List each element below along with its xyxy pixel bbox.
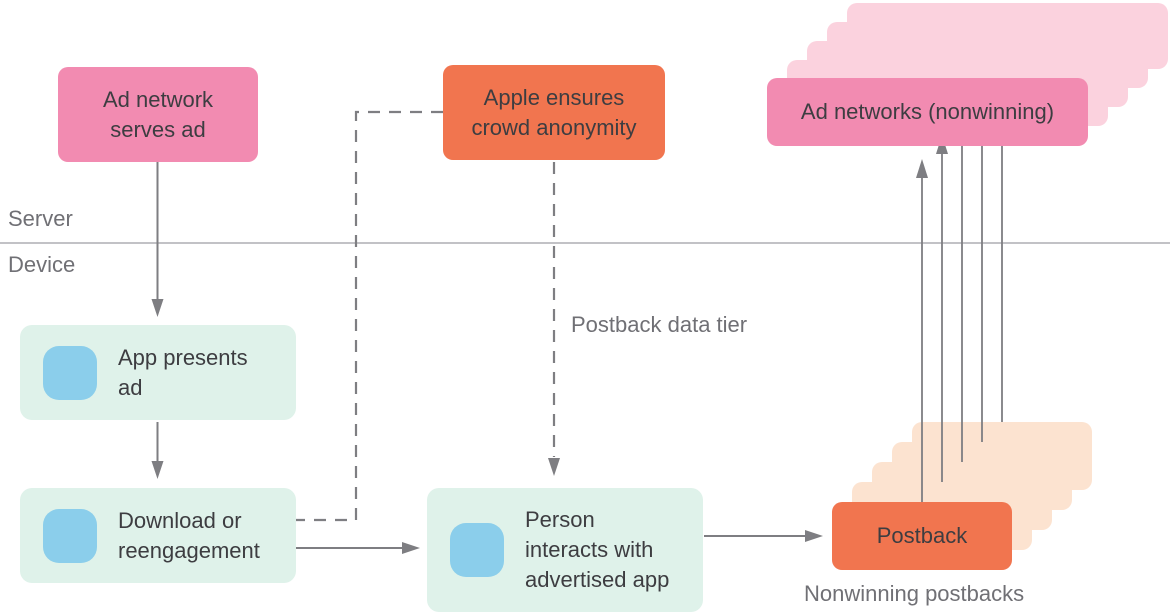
arrowhead-down-icon [548, 458, 560, 476]
node-label: Person interacts with advertised app [525, 507, 670, 592]
arrowhead-down-icon [151, 299, 164, 317]
node-label: Ad networks (nonwinning) [800, 99, 1055, 124]
nonwinning-postbacks-label: Nonwinning postbacks [804, 581, 1025, 606]
node-ad-networks-nonwinning: Ad networks (nonwinning) [767, 78, 1088, 146]
node-person-interacts-with-advertised-app: Person interacts with advertised app [427, 488, 703, 612]
device-label: Device [8, 252, 76, 277]
node-label: Postback [876, 523, 968, 548]
node-app-presents-ad: App presents ad [20, 325, 296, 420]
arrowhead-down-icon [151, 461, 164, 479]
server-label: Server [8, 206, 73, 231]
arrowhead-up-icon [916, 159, 928, 178]
node-ad-network-serves-ad: Ad network serves ad [58, 67, 258, 162]
node-label: Ad network serves ad [102, 86, 214, 142]
node-label: Apple ensures crowd anonymity [471, 84, 637, 140]
app-icon [450, 523, 504, 577]
app-icon [43, 345, 97, 400]
postback-data-tier-label: Postback data tier [571, 312, 748, 337]
arrowhead-right-icon [805, 530, 823, 542]
node-download-or-reengagement: Download or reengagement [20, 488, 296, 583]
node-apple-ensures-crowd-anonymity: Apple ensures crowd anonymity [443, 65, 665, 160]
node-postback: Postback [832, 502, 1012, 570]
node-label: Download or reengagement [118, 507, 260, 563]
dashed-anonymity-to-download [296, 110, 443, 522]
app-icon [43, 508, 97, 563]
arrowhead-right-icon [402, 542, 420, 554]
node-label: App presents ad [118, 344, 248, 400]
